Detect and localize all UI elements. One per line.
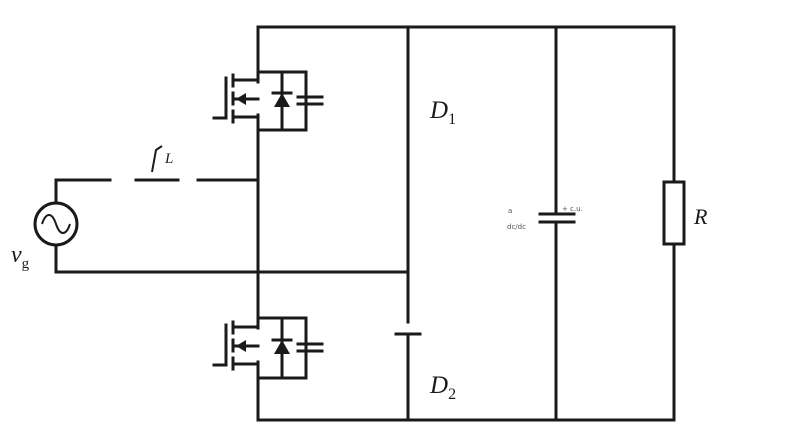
mosfet-lower [212,316,324,380]
source-label-main: v [11,242,22,268]
resistor-label: R [693,204,708,229]
mosfet-upper-diode-icon [274,93,290,107]
diode2-label-main: D [429,372,448,399]
inductor-mark [151,145,163,173]
mosfet-lower-diode-icon [274,340,290,354]
source-label: vg [11,242,30,272]
resistor [662,180,686,246]
diode2-label-sub: 2 [448,386,456,403]
diode1-label-sub: 1 [448,111,456,128]
source-label-sub: g [22,256,30,272]
sine-icon [41,214,71,234]
diode1-label-main: D [429,97,448,124]
mosfet-upper [212,70,324,132]
ac-source-circle [33,201,79,247]
wires [54,25,676,422]
cap-tiny-left-1: a [508,207,512,215]
diode2-label: D2 [429,372,456,403]
cap-tiny-right: + c.u. [562,205,583,213]
mosfet-lower-arrow-icon [236,340,246,352]
mosfet-upper-arrow-icon [236,93,246,105]
inductor-label: L [164,151,173,167]
diode1-label: D1 [429,97,456,128]
output-capacitor [538,212,576,224]
ac-source [33,201,79,247]
cap-tiny-left-2: dc/dc [507,223,526,231]
